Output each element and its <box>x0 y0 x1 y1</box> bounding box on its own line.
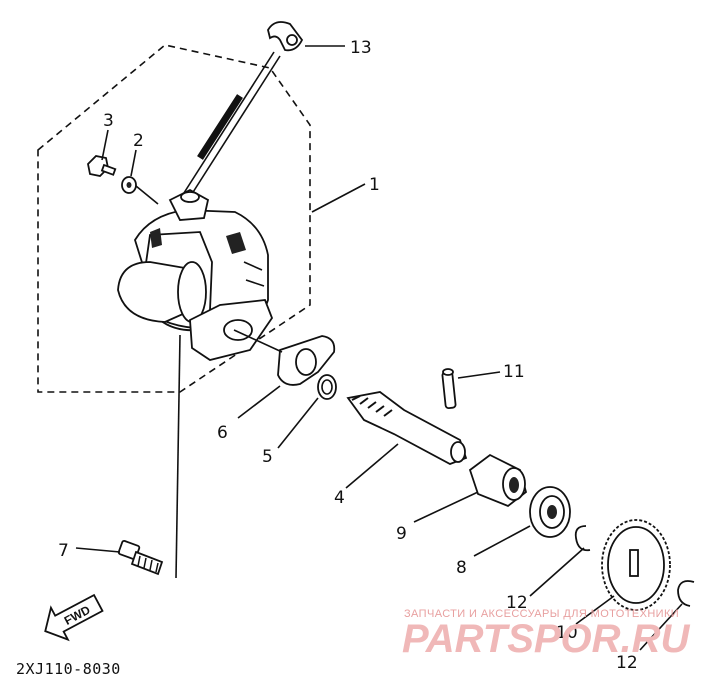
part-9-collar <box>468 453 528 508</box>
callout-7: 7 <box>58 541 69 561</box>
callout-leaders <box>75 45 683 651</box>
callout-13: 13 <box>350 38 372 58</box>
leader-7-pump <box>175 334 181 579</box>
callout-1: 1 <box>369 175 380 195</box>
part-8-bearing <box>529 486 571 538</box>
part-12-circlip-a <box>574 525 591 552</box>
part-1-oil-pump <box>117 188 274 361</box>
part-4-drive-shaft <box>346 391 468 465</box>
callout-4: 4 <box>334 488 345 508</box>
callout-11: 11 <box>503 362 525 382</box>
part-11-pin <box>441 368 457 410</box>
part-oil-pipe <box>181 51 281 201</box>
part-13-hose-clip <box>267 21 304 52</box>
fwd-arrow: FWD <box>44 593 104 642</box>
part-5-o-ring <box>317 374 337 400</box>
part-6-gasket <box>277 335 336 386</box>
callout-9: 9 <box>396 524 407 544</box>
watermark-brand: PARTSPOR.RU <box>402 617 691 661</box>
callout-12b: 12 <box>616 653 638 673</box>
part-3-bolt <box>87 155 117 177</box>
callout-8: 8 <box>456 558 467 578</box>
assembly-boundary <box>37 44 311 393</box>
part-7-bolt <box>117 540 164 576</box>
diagram-code: 2XJ110-8030 <box>16 660 121 678</box>
callout-10: 10 <box>556 623 578 643</box>
watermark-tagline: ЗАПЧАСТИ И АКСЕССУАРЫ ДЛЯ МОТОТЕХНИКИ <box>404 608 679 620</box>
part-10-gear <box>601 519 671 611</box>
callout-12a: 12 <box>506 593 528 613</box>
callout-3: 3 <box>103 111 114 131</box>
part-12-circlip-b <box>677 580 695 607</box>
part-2-washer <box>121 176 137 194</box>
callout-2: 2 <box>133 131 144 151</box>
callout-5: 5 <box>262 447 273 467</box>
callout-6: 6 <box>217 423 228 443</box>
